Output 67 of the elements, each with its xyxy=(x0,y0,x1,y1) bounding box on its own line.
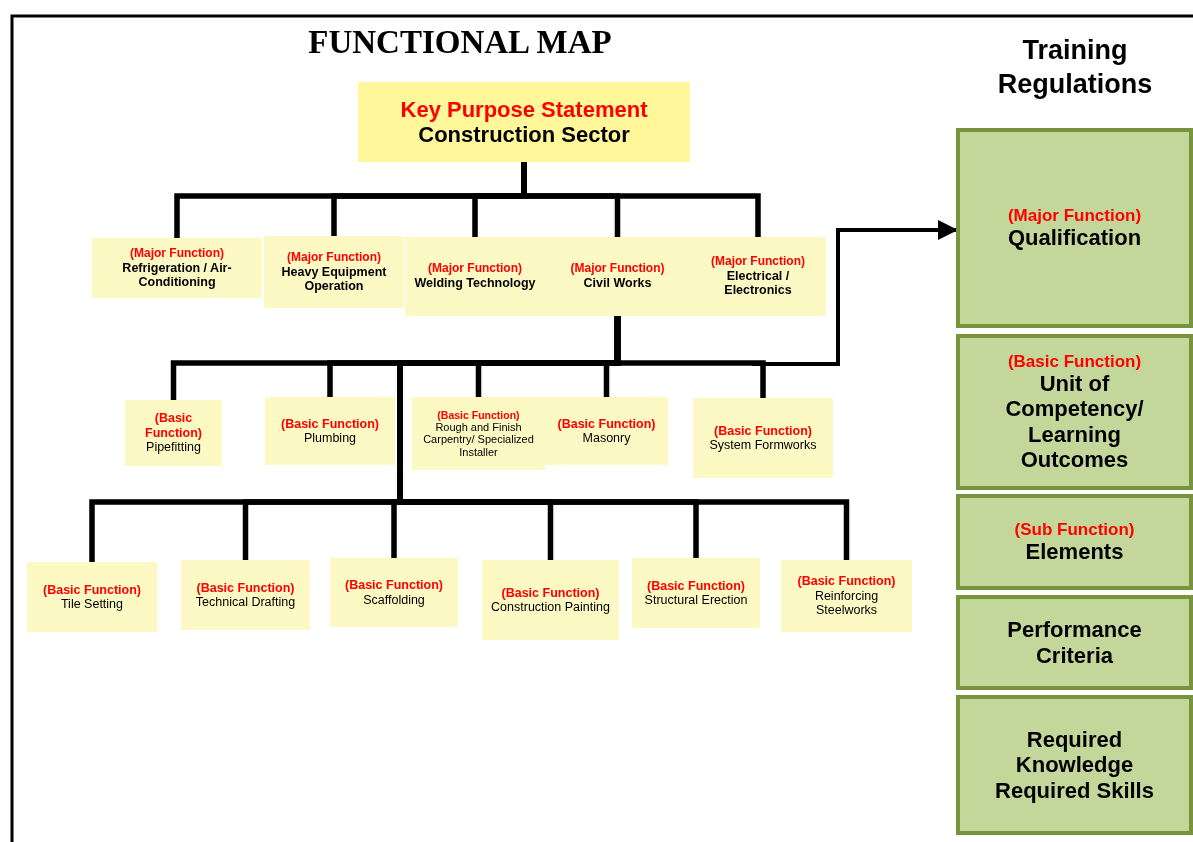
function-name: Heavy Equipment Operation xyxy=(280,264,388,294)
regulation-box xyxy=(956,128,1193,328)
function-type-label: (Basic Function) xyxy=(144,411,203,441)
function-name: Construction Sector xyxy=(418,122,630,148)
function-name: Tile Setting xyxy=(60,597,124,612)
function-name: Refrigeration / Air-Conditioning xyxy=(121,260,233,290)
function-name: Qualification xyxy=(1007,225,1142,251)
function-name: Electrical / Electronics xyxy=(723,269,793,298)
regulation-box xyxy=(956,595,1193,690)
function-type-label: (Basic Function) xyxy=(345,578,443,593)
arrow xyxy=(752,220,958,366)
regulation-box xyxy=(956,494,1193,590)
regulation-box xyxy=(956,334,1193,490)
function-box xyxy=(781,560,912,632)
function-box xyxy=(693,398,833,478)
function-name: Unit of Competency/ Learning Outcomes xyxy=(1004,371,1145,473)
function-box xyxy=(405,237,545,316)
function-type-label: (Basic Function) xyxy=(714,423,812,438)
function-name: Structural Erection xyxy=(644,593,748,608)
function-type-label: Key Purpose Statement xyxy=(400,96,648,122)
function-type-label: (Major Function) xyxy=(130,246,224,261)
function-box xyxy=(27,562,157,632)
function-name: Plumbing xyxy=(303,431,357,446)
function-name: System Formworks xyxy=(709,438,817,453)
function-type-label: (Sub Function) xyxy=(1014,519,1135,540)
function-box xyxy=(264,236,404,308)
function-type-label: (Basic Function) xyxy=(647,578,745,593)
function-box xyxy=(92,238,262,298)
function-type-label: (Basic Function) xyxy=(501,585,600,600)
function-name: Construction Painting xyxy=(491,600,610,615)
function-type-label: (Major Function) xyxy=(428,262,522,277)
function-type-label: (Major Function) xyxy=(1007,205,1142,226)
function-name: Technical Drafting xyxy=(195,595,296,610)
function-box xyxy=(632,558,760,628)
function-type-label: (Basic Function) xyxy=(281,416,379,431)
function-box xyxy=(545,397,668,465)
connector-line xyxy=(521,162,761,237)
function-box xyxy=(482,560,619,640)
function-type-label: (Basic Function) xyxy=(1007,351,1142,372)
function-type-label: (Basic Function) xyxy=(196,580,295,595)
function-name: Welding Technology xyxy=(414,276,536,291)
function-type-label: (Major Function) xyxy=(711,255,805,269)
column-heading: Training Regulations xyxy=(996,34,1154,101)
function-box xyxy=(125,400,222,466)
function-name: Required Knowledge Required Skills xyxy=(994,727,1155,803)
function-name: Scaffolding xyxy=(363,592,425,607)
function-type-label: (Basic Function) xyxy=(557,416,656,431)
function-type-label: (Basic Function) xyxy=(43,582,141,597)
function-type-label: (Major Function) xyxy=(287,250,381,265)
function-type-label: (Major Function) xyxy=(570,262,665,277)
function-box xyxy=(265,397,395,465)
function-name: Performance Criteria xyxy=(1006,617,1143,668)
function-box xyxy=(690,237,826,316)
function-type-label: (Basic Function) xyxy=(797,574,896,589)
function-name: Masonry xyxy=(582,431,631,446)
function-box xyxy=(358,82,690,162)
diagram-title: FUNCTIONAL MAP xyxy=(307,24,613,61)
function-name: Civil Works xyxy=(583,276,652,291)
function-box xyxy=(181,560,310,630)
function-box xyxy=(330,558,458,627)
function-name: Elements xyxy=(1025,539,1124,565)
function-name: Rough and Finish Carpentry/ Specialized Installer xyxy=(422,420,535,459)
function-name: Reinforcing Steelworks xyxy=(813,588,880,618)
function-box xyxy=(412,397,545,470)
function-name: Pipefitting xyxy=(146,440,201,455)
regulation-box xyxy=(956,695,1193,835)
function-type-label: (Basic Function) xyxy=(437,408,520,421)
